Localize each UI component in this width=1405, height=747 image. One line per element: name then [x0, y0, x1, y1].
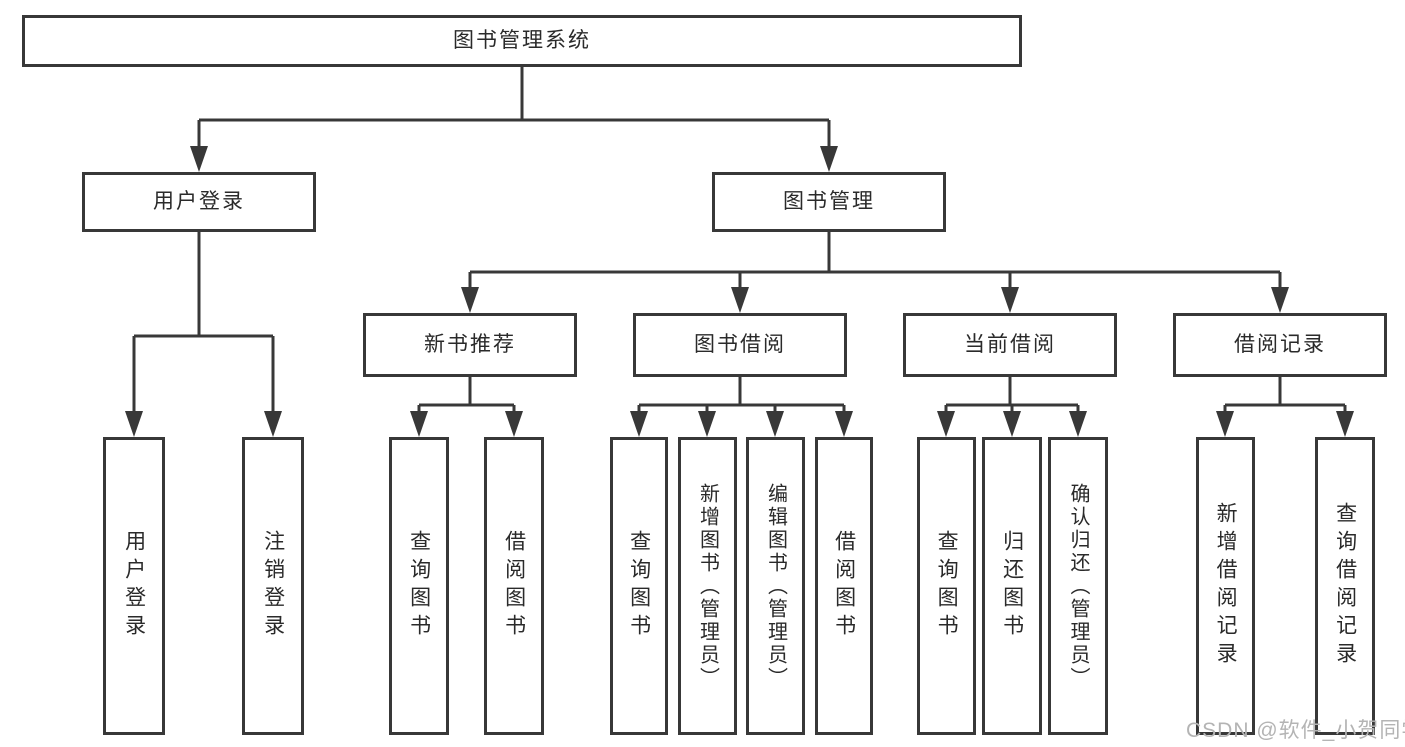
node-leaf-recommend-query-books: 查询图书	[389, 437, 449, 735]
node-leaf-recommend-borrow-books: 借阅图书	[484, 437, 544, 735]
node-leaf-add-borrow-record: 新增借阅记录	[1196, 437, 1255, 735]
node-leaf-borrow-query-books: 查询图书	[610, 437, 668, 735]
arrowheads	[125, 146, 1354, 437]
node-leaf-user-login: 用户登录	[103, 437, 165, 735]
node-leaf-current-query-books: 查询图书	[917, 437, 976, 735]
node-leaf-edit-books-admin: 编辑图书（管理员）	[746, 437, 805, 735]
node-leaf-return-books: 归还图书	[982, 437, 1042, 735]
csdn-watermark: CSDN @软件_小贺同学	[1186, 719, 1405, 742]
node-current-borrow: 当前借阅	[903, 313, 1117, 377]
node-borrow-records: 借阅记录	[1173, 313, 1387, 377]
node-leaf-add-books-admin: 新增图书（管理员）	[678, 437, 737, 735]
node-book-borrow: 图书借阅	[633, 313, 847, 377]
node-leaf-confirm-return-admin: 确认归还（管理员）	[1048, 437, 1108, 735]
node-user-login: 用户登录	[82, 172, 316, 232]
node-library-management-system: 图书管理系统	[22, 15, 1022, 67]
node-new-book-recommend: 新书推荐	[363, 313, 577, 377]
node-leaf-query-borrow-record: 查询借阅记录	[1315, 437, 1375, 735]
node-book-management: 图书管理	[712, 172, 946, 232]
node-leaf-borrow-books: 借阅图书	[815, 437, 873, 735]
node-leaf-logout: 注销登录	[242, 437, 304, 735]
